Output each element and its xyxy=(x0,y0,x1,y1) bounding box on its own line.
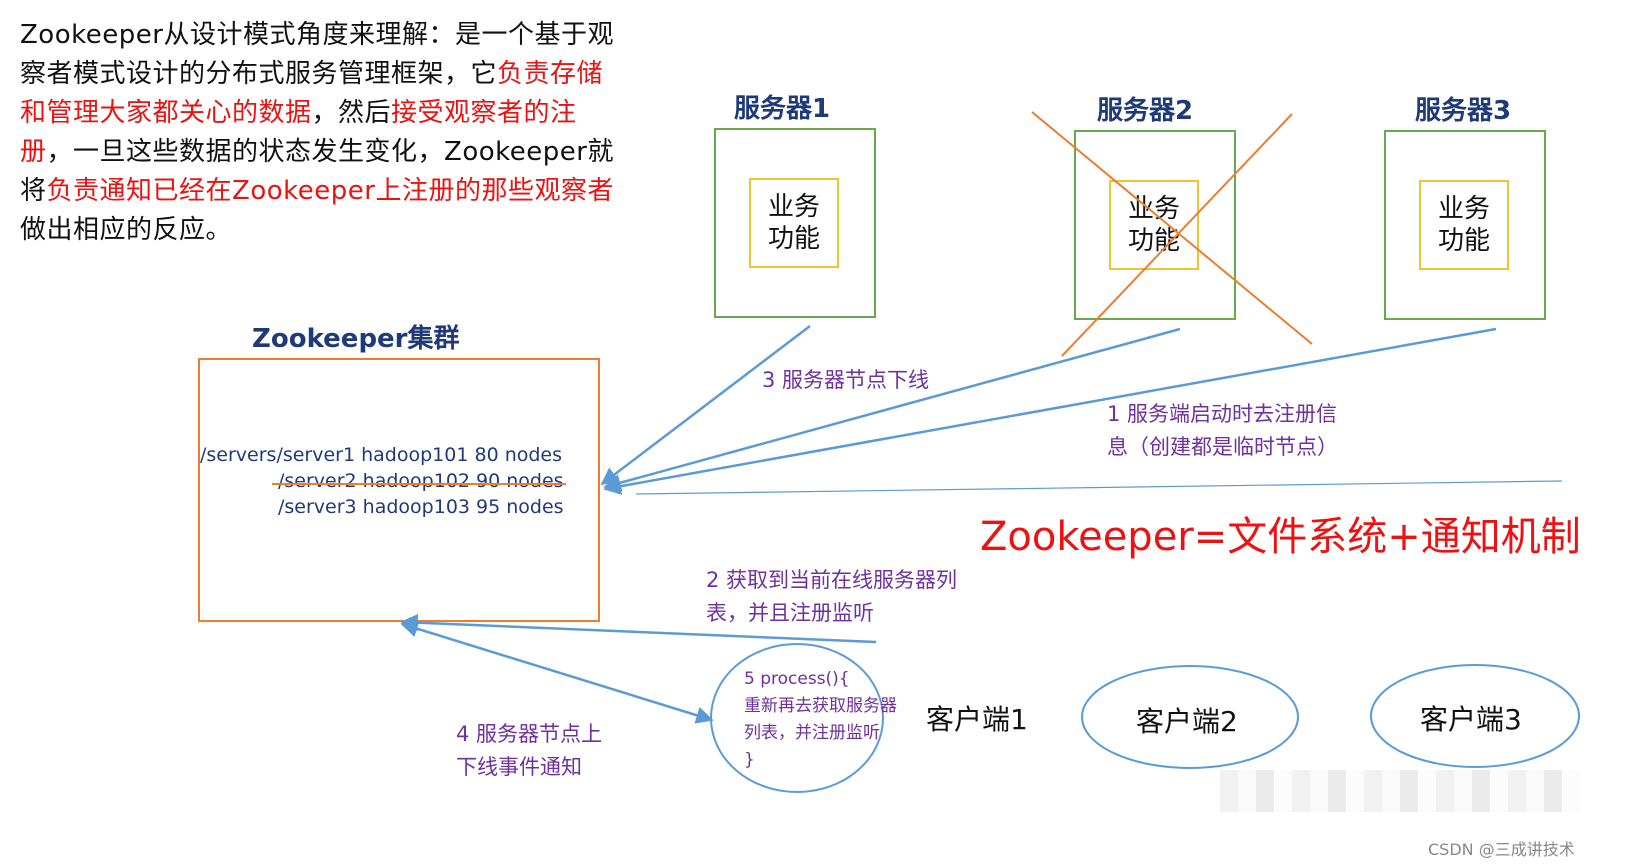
intro-paragraph: Zookeeper从设计模式角度来理解：是一个基于观察者模式设计的分布式服务管理… xyxy=(20,16,620,250)
server-3-function-line1: 业务 xyxy=(1437,194,1490,224)
server-2-cross-line-a xyxy=(1031,111,1313,345)
step4-label-line2: 下线事件通知 xyxy=(456,755,582,779)
step4-label-line1: 4 服务器节点上 xyxy=(456,722,603,746)
step3-label: 3 服务器节点下线 xyxy=(762,368,930,392)
server-1-title: 服务器1 xyxy=(733,94,831,124)
client-3-label: 客户端3 xyxy=(1420,703,1522,736)
step2-label-line2: 表，并且注册监听 xyxy=(706,601,874,625)
server-3-function-box: 业务 功能 xyxy=(1419,180,1509,270)
client-1-ellipse xyxy=(710,643,884,793)
intro-segment: 做出相应的反应。 xyxy=(20,215,233,245)
step4-label: 4 服务器节点上 下线事件通知 xyxy=(456,718,602,784)
intro-highlight-segment: 负责存储和管理大家都关心的数据 xyxy=(20,59,604,128)
server-2-title: 服务器2 xyxy=(1096,96,1194,126)
server-3-to-cluster-arrow xyxy=(603,327,1497,495)
client-2-ellipse xyxy=(1081,665,1299,769)
equation-text: Zookeeper=文件系统+通知机制 xyxy=(980,514,1581,560)
client-3-ellipse xyxy=(1370,664,1580,768)
client-1-label: 客户端1 xyxy=(926,703,1028,736)
divider-line xyxy=(635,480,1563,495)
cluster-title: Zookeeper集群 xyxy=(252,324,460,354)
cluster-notify-client-arrow xyxy=(400,620,714,724)
cluster-node-1: /servers/server1 hadoop101 80 nodes xyxy=(200,444,563,466)
cluster-box xyxy=(198,358,600,622)
client-2-label: 客户端2 xyxy=(1136,705,1238,738)
server-1-function-box: 业务 功能 xyxy=(749,178,839,268)
step1-label: 1 服务端启动时去注册信 息（创建都是临时节点） xyxy=(1107,398,1338,464)
process-callback-label: 5 process(){ 重新再去获取服务器 列表，并注册监听 } xyxy=(744,666,897,774)
blurred-watermark xyxy=(1220,770,1580,812)
process-line1: 5 process(){ xyxy=(744,669,850,689)
step2-label-line1: 2 获取到当前在线服务器列 xyxy=(706,568,958,592)
step1-label-line2: 息（创建都是临时节点） xyxy=(1107,435,1338,459)
process-line3: 列表，并注册监听 xyxy=(744,723,880,743)
cluster-node-3: /server3 hadoop103 95 nodes xyxy=(278,496,564,518)
intro-highlight-segment: 负责通知已经在Zookeeper上注册的那些观察者 xyxy=(46,176,614,206)
intro-segment: ，一旦这些数据的状态发生变化，Zookeeper就将 xyxy=(20,137,614,206)
server-3-title: 服务器3 xyxy=(1414,96,1512,126)
server-2-to-cluster-arrow xyxy=(603,327,1181,492)
server-1-box xyxy=(714,128,876,318)
server-2-box xyxy=(1074,130,1236,320)
intro-highlight-segment: 接受观察者的注册 xyxy=(20,98,577,167)
intro-segment: Zookeeper从设计模式角度来理解：是一个基于观察者模式设计的分布式服务管理… xyxy=(20,20,614,89)
step1-label-line1: 1 服务端启动时去注册信 xyxy=(1107,402,1338,426)
process-line4: } xyxy=(744,750,755,770)
footer-credit: CSDN @三成讲技术 xyxy=(1428,840,1575,859)
server-2-cross-line-b xyxy=(1061,113,1293,357)
process-line2: 重新再去获取服务器 xyxy=(744,696,897,716)
server-3-function-line2: 功能 xyxy=(1437,226,1490,256)
server-1-function-line1: 业务 xyxy=(767,192,820,222)
server-1-to-cluster-arrow xyxy=(600,325,811,486)
server-3-box xyxy=(1384,130,1546,320)
intro-segment: ，然后 xyxy=(311,98,392,128)
step2-label: 2 获取到当前在线服务器列 表，并且注册监听 xyxy=(706,564,957,630)
server-1-function-line2: 功能 xyxy=(767,224,820,254)
cluster-node-2-removed: /server2 hadoop102 90 nodes xyxy=(278,470,564,492)
